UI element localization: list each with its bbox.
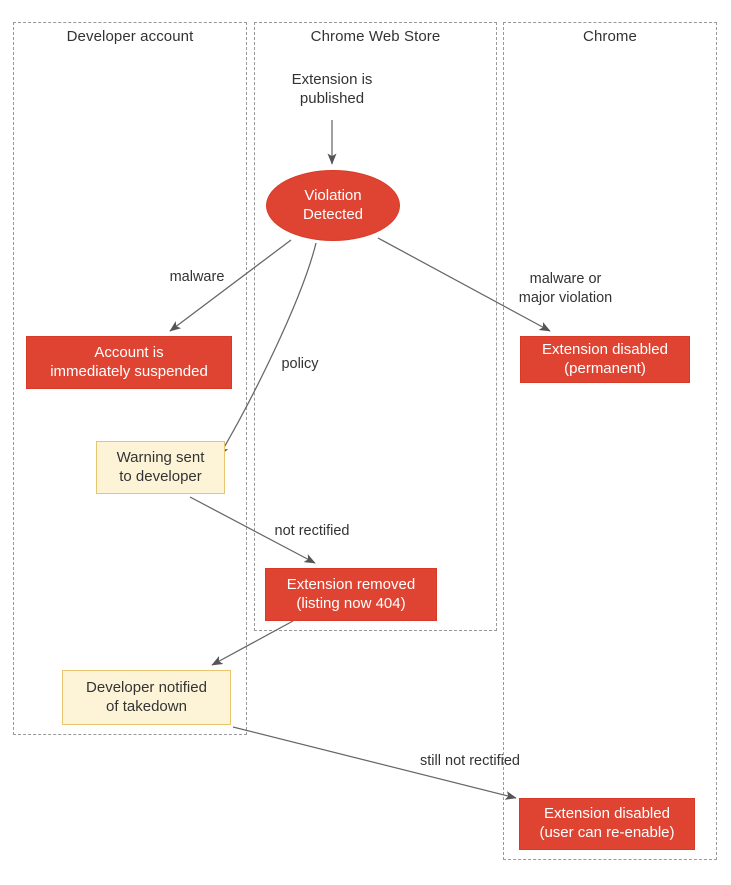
edge-label-still-not-rectified: still not rectified [420, 753, 520, 769]
node-extension-published-line-2: published [299, 90, 365, 107]
swimlane-title-chrome-web-store: Chrome Web Store [310, 28, 441, 45]
node-extension-disabled-permanent-line-1: Extension disabled [542, 340, 668, 358]
node-developer-notified-line-1: Developer notified [86, 678, 207, 696]
node-account-suspended[interactable]: Account is immediately suspended [26, 336, 232, 389]
node-violation-detected[interactable]: Violation Detected [266, 170, 400, 241]
node-extension-disabled-permanent[interactable]: Extension disabled (permanent) [520, 336, 690, 383]
node-extension-disabled-permanent-line-2: (permanent) [564, 359, 646, 377]
edge-label-major-violation-line-2: major violation [518, 289, 613, 306]
edge-label-malware-or-major-violation: malware or major violation [493, 270, 638, 308]
node-account-suspended-line-1: Account is [94, 343, 164, 361]
node-extension-published-line-1: Extension is [291, 71, 373, 89]
node-extension-removed-line-1: Extension removed [286, 575, 416, 593]
swimlane-title-developer-account: Developer account [66, 28, 194, 45]
node-developer-notified-line-2: of takedown [106, 697, 187, 715]
node-warning-sent[interactable]: Warning sent to developer [96, 441, 225, 494]
node-extension-removed[interactable]: Extension removed (listing now 404) [265, 568, 437, 621]
node-extension-disabled-reenable[interactable]: Extension disabled (user can re-enable) [519, 798, 695, 850]
node-extension-removed-line-2: (listing now 404) [296, 594, 406, 612]
node-extension-published[interactable]: Extension is published [262, 66, 402, 114]
node-violation-detected-line-1: Violation [304, 186, 362, 204]
swimlane-title-chrome: Chrome [583, 28, 637, 45]
edge-label-policy: policy [281, 356, 319, 372]
node-extension-disabled-reenable-line-2: (user can re-enable) [539, 824, 675, 841]
swimlane-chrome [503, 22, 717, 860]
edge-label-major-violation-line-1: malware or [529, 271, 602, 287]
node-account-suspended-line-2: immediately suspended [50, 362, 208, 380]
node-warning-sent-line-1: Warning sent [116, 448, 205, 466]
edge-label-malware: malware [169, 269, 225, 285]
node-violation-detected-line-2: Detected [302, 205, 364, 223]
node-extension-disabled-reenable-line-1: Extension disabled [544, 805, 670, 823]
node-warning-sent-line-2: to developer [119, 467, 202, 485]
node-developer-notified[interactable]: Developer notified of takedown [62, 670, 231, 725]
edge-label-not-rectified: not rectified [274, 523, 350, 539]
